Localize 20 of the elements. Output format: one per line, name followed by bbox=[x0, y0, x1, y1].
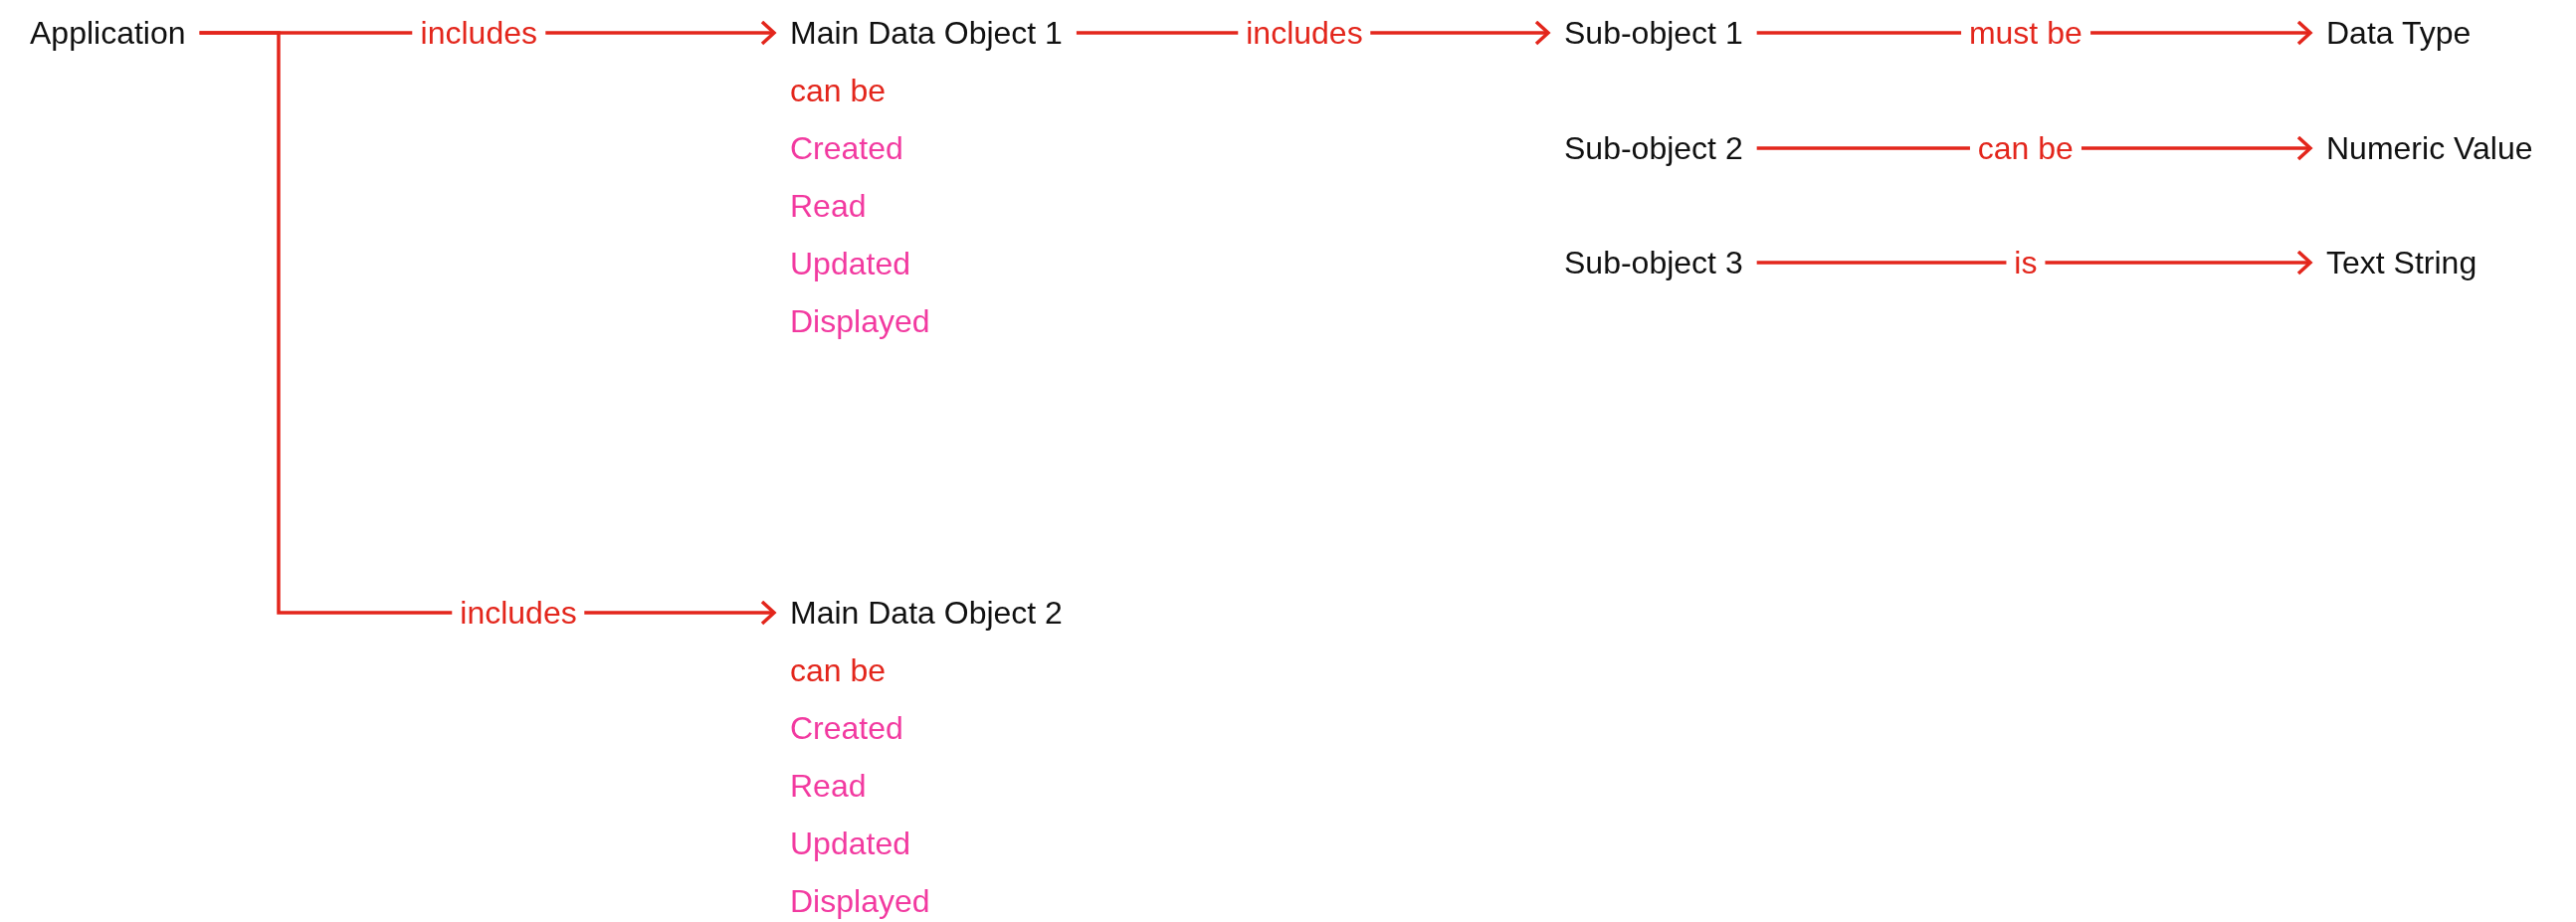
node-label: Application bbox=[30, 13, 186, 53]
operation-label: Updated bbox=[790, 825, 910, 863]
operation-label: Displayed bbox=[790, 302, 930, 341]
operation-label: Created bbox=[790, 129, 903, 168]
node-label: Main Data Object 2 bbox=[790, 593, 1063, 633]
node-label: Main Data Object 1 bbox=[790, 13, 1063, 53]
operation-label: Updated bbox=[790, 245, 910, 283]
operation-label: Created bbox=[790, 709, 903, 748]
node-label: Sub-object 3 bbox=[1564, 243, 1743, 282]
node-label: Sub-object 2 bbox=[1564, 128, 1743, 168]
node-label: Text String bbox=[2326, 243, 2477, 282]
operation-label: Displayed bbox=[790, 882, 930, 921]
arrow bbox=[1756, 250, 2312, 276]
node-label: Numeric Value bbox=[2326, 128, 2533, 168]
relation-label: can be bbox=[790, 651, 887, 690]
node-label: Sub-object 1 bbox=[1564, 13, 1743, 53]
node-label: Data Type bbox=[2326, 13, 2472, 53]
relation-label: can be bbox=[790, 72, 887, 110]
operation-label: Read bbox=[790, 767, 867, 806]
operation-label: Read bbox=[790, 187, 867, 226]
